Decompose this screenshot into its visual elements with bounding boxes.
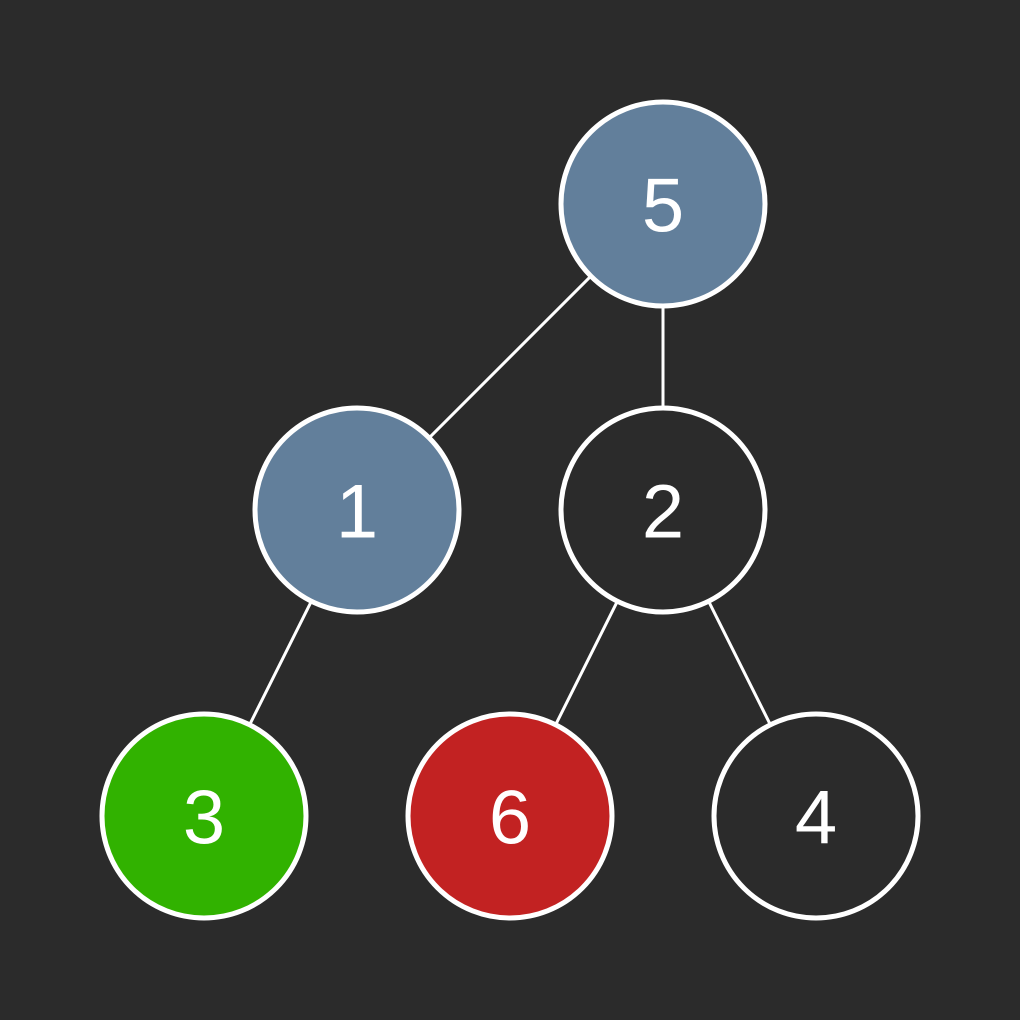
tree-node-circle bbox=[252, 405, 462, 615]
tree-node-6: 6 bbox=[405, 711, 615, 921]
tree-node-3: 3 bbox=[99, 711, 309, 921]
tree-node-circle bbox=[558, 99, 768, 309]
tree-node-label: 3 bbox=[183, 776, 225, 861]
tree-node-label: 2 bbox=[642, 470, 684, 555]
tree-node-label: 5 bbox=[642, 164, 684, 249]
tree-node-circle bbox=[99, 711, 309, 921]
tree-node-1: 1 bbox=[252, 405, 462, 615]
tree-node-circle bbox=[711, 711, 921, 921]
tree-node-label: 4 bbox=[795, 776, 837, 861]
tree-nodes: 5 1 2 3 6 4 bbox=[99, 99, 921, 921]
tree-node-label: 6 bbox=[489, 776, 531, 861]
tree-node-4: 4 bbox=[711, 711, 921, 921]
tree-node-circle bbox=[558, 405, 768, 615]
tree-node-2: 2 bbox=[558, 405, 768, 615]
tree-node-label: 1 bbox=[336, 470, 378, 555]
tree-node-circle bbox=[405, 711, 615, 921]
tree-node-5: 5 bbox=[558, 99, 768, 309]
